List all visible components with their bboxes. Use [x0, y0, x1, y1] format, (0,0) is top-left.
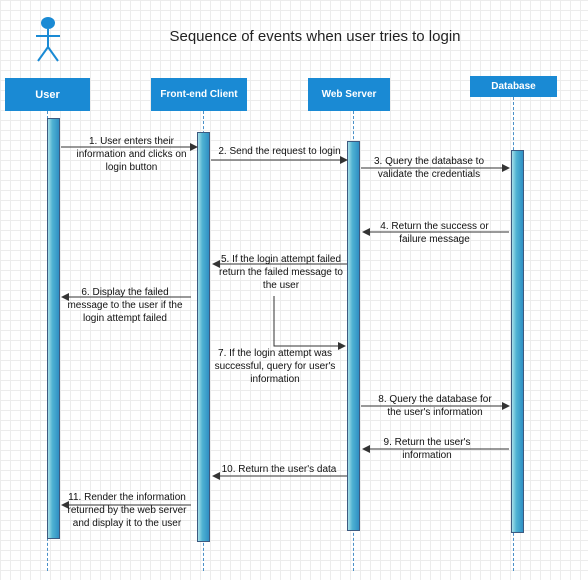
- message-11-label: 11. Render the information returned by t…: [67, 492, 187, 529]
- diagram-title: Sequence of events when user tries to lo…: [169, 28, 461, 45]
- message-10-label: 10. Return the user's data: [221, 464, 337, 475]
- activation-frontend-client: [197, 132, 210, 542]
- participant-database: Database: [470, 76, 557, 97]
- activation-web-server: [347, 141, 360, 531]
- participant-web-server: Web Server: [308, 78, 390, 111]
- message-3-label: 3. Query the database to validate the cr…: [373, 156, 485, 180]
- message-7-label: 7. If the login attempt was successful, …: [214, 348, 336, 385]
- message-4-label: 4. Return the success or failure message: [380, 221, 489, 245]
- message-1-label: 1. User enters their information and cli…: [76, 136, 187, 173]
- user-actor-icon: [36, 17, 60, 62]
- arrow-7: [273, 296, 346, 350]
- activation-database: [511, 150, 524, 533]
- message-2-label: 2. Send the request to login: [218, 146, 341, 157]
- activation-user: [47, 118, 60, 539]
- message-9-label: 9. Return the user's information: [383, 437, 471, 461]
- message-6-label: 6. Display the failed message to the use…: [67, 287, 183, 324]
- message-8-label: 8. Query the database for the user's inf…: [378, 394, 492, 418]
- message-5-label: 5. If the login attempt failed return th…: [219, 254, 343, 291]
- participant-frontend-client: Front-end Client: [151, 78, 247, 111]
- participant-user: User: [5, 78, 90, 111]
